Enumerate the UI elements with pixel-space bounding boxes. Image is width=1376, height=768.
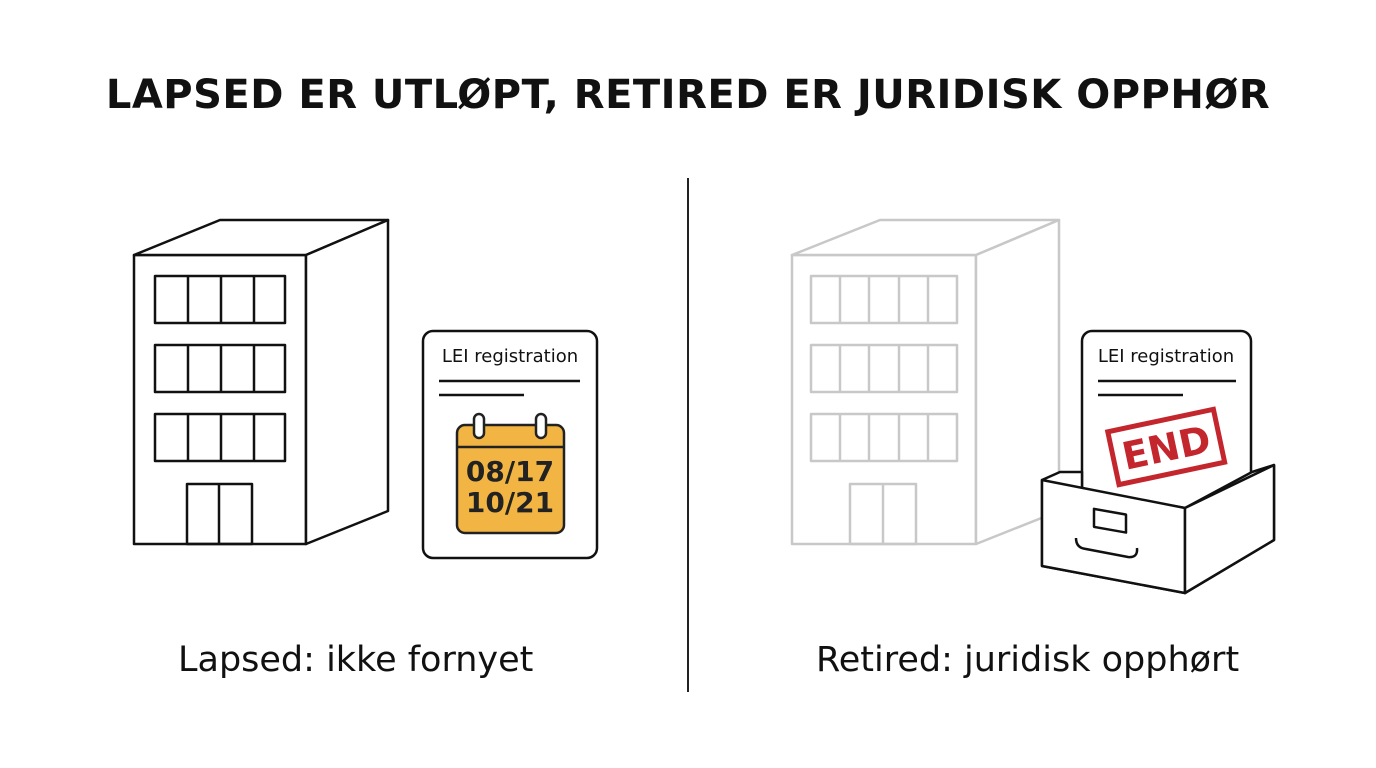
retired-building-icon <box>790 218 1061 546</box>
active-building-icon <box>132 218 390 546</box>
file-drawer-icon <box>1040 463 1276 595</box>
document-label: LEI registration <box>442 346 578 367</box>
divider <box>687 178 689 692</box>
lapsed-caption: Lapsed: ikke fornyet <box>178 640 534 680</box>
calendar-icon: 08/17 10/21 <box>455 412 566 535</box>
end-stamp: END <box>1104 406 1228 488</box>
calendar-date-line2: 10/21 <box>466 486 554 519</box>
calendar-date-line1: 08/17 <box>466 455 554 488</box>
document-label-right: LEI registration <box>1098 346 1234 367</box>
retired-caption: Retired: juridisk opphørt <box>816 640 1240 680</box>
page-title: LAPSED ER UTLØPT, RETIRED ER JURIDISK OP… <box>105 72 1271 118</box>
